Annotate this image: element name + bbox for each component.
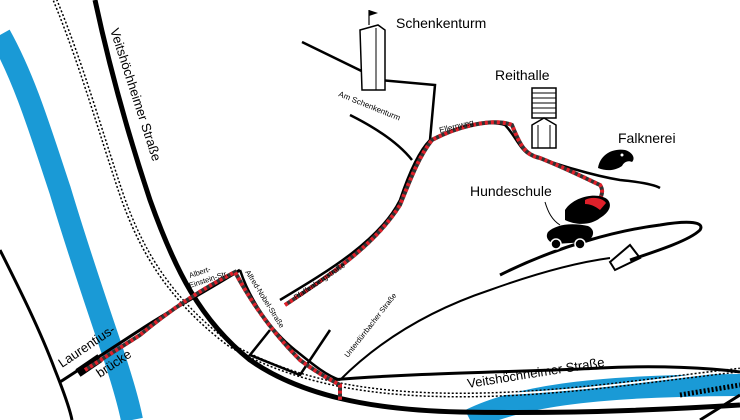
railway-inner [54, 0, 740, 397]
river-left [0, 29, 143, 420]
road-river-left [0, 249, 74, 420]
road-am-schenkenturm-2 [349, 113, 413, 161]
label-falknerei: Falknerei [618, 130, 676, 146]
hall-icon [531, 87, 557, 149]
road-pfaffenberg [279, 139, 431, 302]
dog-icon [544, 195, 610, 250]
label-reithalle: Reithalle [495, 67, 550, 83]
label-ellernweg: Ellernweg [438, 118, 474, 135]
eagle-icon [598, 149, 634, 171]
label-hundeschule: Hundeschule [470, 183, 552, 199]
road-unterduerrbacher [339, 257, 611, 381]
tower-icon [359, 10, 386, 91]
label-schenkenturm: Schenkenturm [396, 15, 486, 31]
label-pfaffenbergstrasse: Pfaffenbergstraße [292, 261, 347, 302]
road-veitshoechheimer-2 [329, 365, 740, 382]
railway [52, 0, 740, 398]
road-am-schenkenturm [301, 40, 437, 141]
road-alfred-nobel [238, 269, 341, 382]
label-unterduerrbacher: Unterdürrbacher Straße [342, 291, 398, 359]
label-am-schenkenturm: Am Schenkenturm [337, 90, 402, 123]
road-hundeschule-2 [608, 243, 642, 272]
road-veitshoechheimer [92, 0, 740, 416]
road-hundeschule [499, 220, 703, 277]
road-loop [247, 329, 332, 377]
river-bottom [465, 374, 740, 420]
route [83, 120, 605, 400]
route-dash [83, 120, 605, 400]
